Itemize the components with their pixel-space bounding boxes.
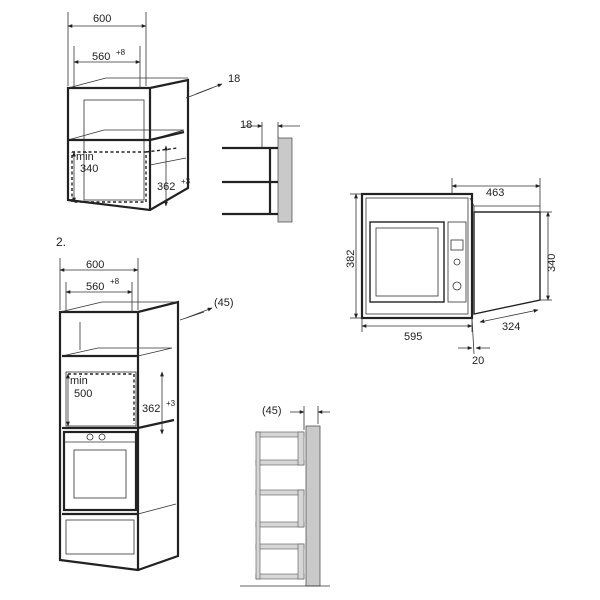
cabinet-figure-2: 600 560 +8 (45) min 500 362 +3: [58, 258, 234, 572]
fig2-inner-width-label: 560: [86, 281, 104, 293]
bracket-detail-2: (45): [240, 405, 330, 587]
frame-offset-label: 20: [472, 355, 484, 367]
fig2-min-value: 500: [74, 388, 92, 400]
fig1-inner-width-tol: +8: [116, 48, 126, 57]
fig2-opening-height-label: 362: [142, 403, 160, 415]
fig2-bracket-thickness-label: (45): [262, 405, 282, 417]
height-front-label: 382: [345, 250, 357, 268]
fig1-min-value: 340: [80, 163, 98, 175]
depth-total-label: 463: [486, 187, 504, 199]
width-front-label: 595: [404, 331, 422, 343]
fig1-inner-width-label: 560: [92, 51, 110, 63]
fig2-opening-height-tol: +3: [166, 399, 176, 408]
fig2-width-label: 600: [86, 259, 104, 271]
depth-body-label: 324: [502, 321, 520, 333]
fig1-width-label: 600: [93, 13, 111, 25]
height-body-label: 340: [546, 254, 558, 272]
fig1-min-label: min: [76, 151, 94, 163]
fig1-bracket-thickness-label: 18: [240, 119, 252, 131]
fig2-inner-width-tol: +8: [110, 277, 120, 286]
bracket-detail-1: 18: [222, 119, 300, 223]
step-label: 2.: [56, 235, 66, 249]
fig2-min-label: min: [70, 375, 88, 387]
fig1-side-thickness-label: 18: [228, 73, 240, 85]
fig1-opening-height-label: 362: [157, 181, 175, 193]
cabinet-figure-1: 600 560 +8 18 min 340 362 +3: [66, 12, 240, 212]
fig1-opening-height-tol: +3: [181, 177, 191, 186]
fig2-side-thickness-label: (45): [214, 297, 234, 309]
appliance-diagram: 463 382 340 595 324 20: [345, 178, 558, 367]
